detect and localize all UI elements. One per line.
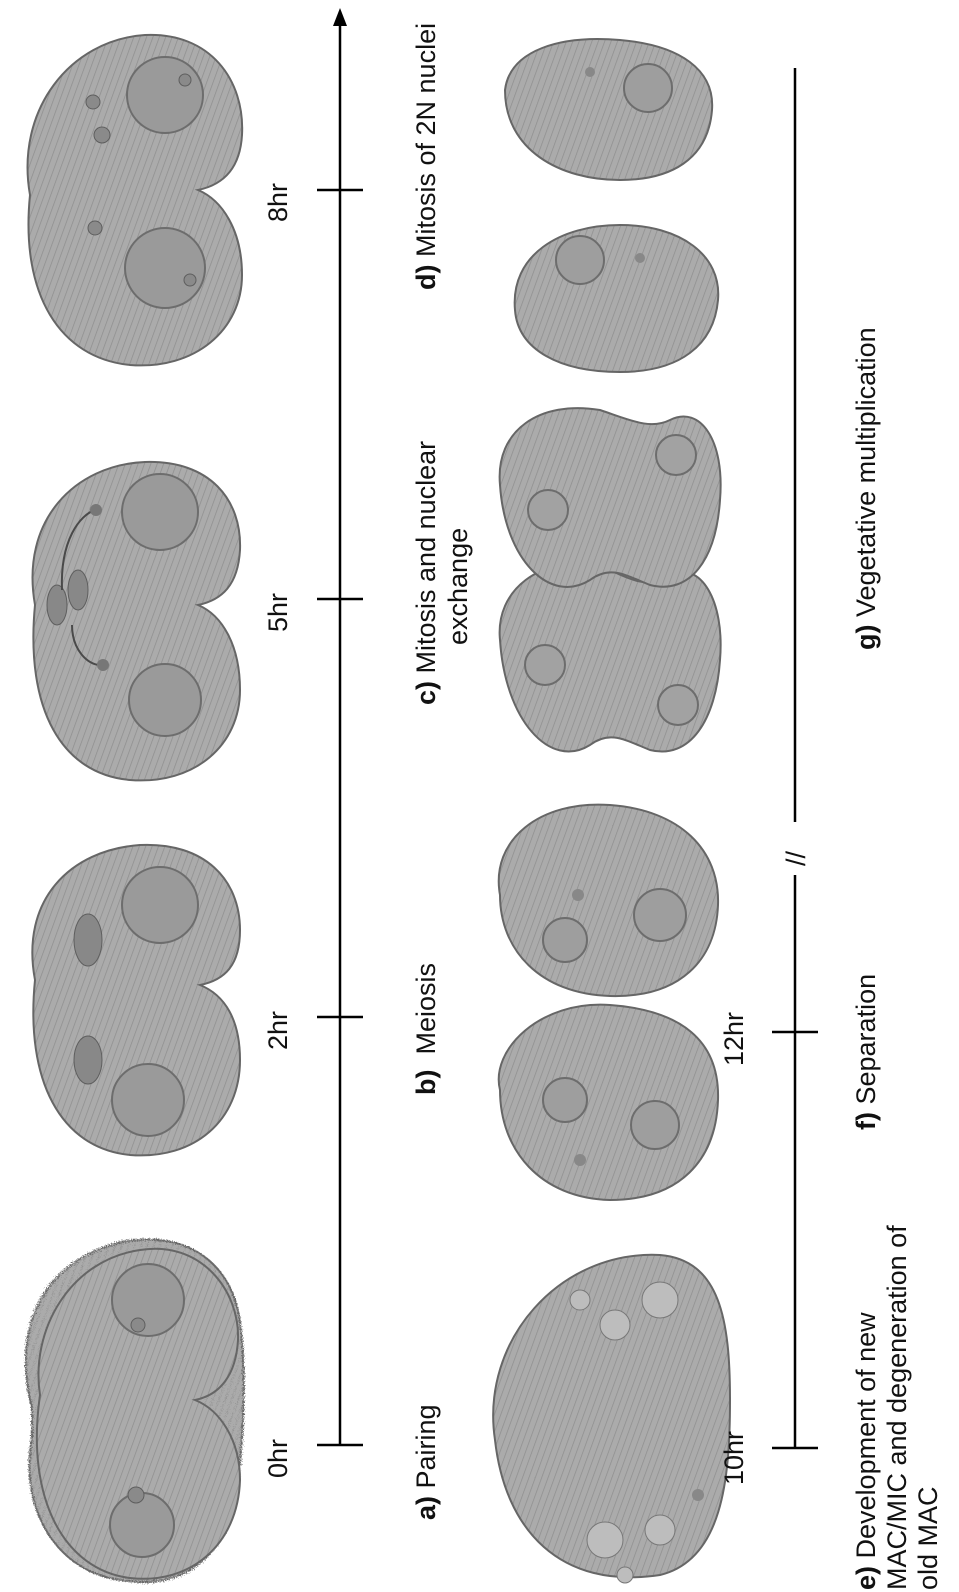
stage-e-label-line-3: old MAC [912,1486,944,1590]
tick-label-5hr: 5hr [262,593,294,632]
stage-e-label: e) Development of new [850,1312,882,1590]
stage-c-label-line-2: exchange [442,528,474,645]
timeline-top [317,8,363,1445]
exconjugant-cell [493,1255,730,1583]
tick-label-0hr: 0hr [262,1439,294,1478]
tick-label-12hr: 12hr [718,1012,750,1066]
tick-label-10hr: 10hr [718,1431,750,1485]
timeline-bottom [772,68,818,1448]
stage-c-label: c) Mitosis and nuclear [410,441,442,705]
tick-label-2hr: 2hr [262,1011,294,1050]
timeline-arrowhead [333,8,347,26]
timeline-break-mark: // [780,851,812,866]
vegetative-cells [505,39,718,372]
tick-label-8hr: 8hr [262,183,294,222]
dividing-cells [500,408,721,751]
stage-f-label: f) Separation [850,974,882,1130]
stage-d-label: d) Mitosis of 2N nuclei [410,23,442,290]
exchange-pair [33,462,241,780]
stage-e-label-line-2: MAC/MIC and degeneration of [881,1225,913,1590]
separated-cells [499,805,718,1200]
stage-b-label: b) Meiosis [410,963,442,1095]
stage-g-label: g) Vegetative multiplication [850,327,882,650]
mitosis-pair [28,35,243,366]
stage-a-label: a) Pairing [410,1404,442,1520]
pairing-cells [37,1249,240,1579]
meiosis-pair [32,845,240,1156]
